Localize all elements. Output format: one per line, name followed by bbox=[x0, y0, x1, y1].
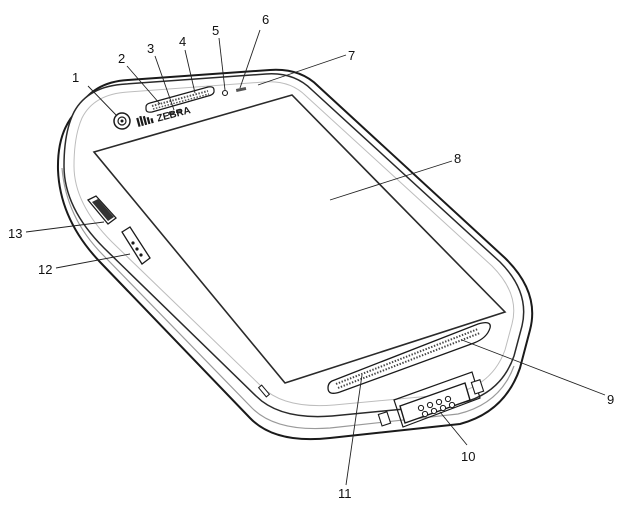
leader-11 bbox=[345, 374, 363, 486]
leader-3 bbox=[154, 55, 175, 111]
leader-8 bbox=[329, 160, 453, 201]
callout-5: 5 bbox=[212, 23, 219, 38]
connector-pins bbox=[417, 395, 456, 418]
led-indicator-icon bbox=[235, 86, 247, 92]
leader-12 bbox=[55, 253, 131, 269]
scan-button bbox=[86, 195, 117, 225]
callout-2: 2 bbox=[118, 51, 125, 66]
leader-13 bbox=[25, 221, 105, 233]
leader-9 bbox=[461, 339, 606, 396]
callout-7: 7 bbox=[348, 48, 355, 63]
callout-6: 6 bbox=[262, 12, 269, 27]
receiver-grille bbox=[145, 86, 215, 113]
callout-3: 3 bbox=[147, 41, 154, 56]
leader-10 bbox=[439, 411, 468, 446]
touch-display bbox=[92, 94, 507, 384]
front-camera-icon bbox=[113, 112, 131, 130]
callout-12: 12 bbox=[38, 262, 52, 277]
leader-2 bbox=[126, 65, 161, 105]
charge-contact-left bbox=[377, 411, 392, 427]
leader-6 bbox=[239, 29, 261, 89]
callout-11: 11 bbox=[338, 486, 352, 501]
callout-13: 13 bbox=[8, 226, 22, 241]
ptt-button bbox=[121, 226, 151, 265]
leader-lines bbox=[25, 29, 606, 486]
interface-connector bbox=[377, 371, 485, 428]
bottom-side-slot bbox=[257, 384, 271, 398]
leader-7 bbox=[257, 54, 347, 86]
leader-5 bbox=[218, 37, 226, 91]
device-inner-rim bbox=[73, 81, 515, 407]
callout-8: 8 bbox=[454, 151, 461, 166]
callout-4: 4 bbox=[179, 34, 186, 49]
leader-1 bbox=[87, 85, 118, 117]
zebra-head-icon bbox=[136, 115, 154, 127]
callout-1: 1 bbox=[72, 70, 79, 85]
light-proximity-sensor-icon bbox=[168, 110, 182, 115]
device-side-bevel bbox=[61, 167, 515, 430]
callout-labels: 1 2 3 4 5 6 7 8 9 10 11 12 13 bbox=[8, 12, 614, 501]
charge-contact-right bbox=[470, 379, 485, 395]
callout-10: 10 bbox=[461, 449, 475, 464]
callout-9: 9 bbox=[607, 392, 614, 407]
microphone-icon bbox=[221, 89, 229, 97]
leader-4 bbox=[184, 49, 196, 94]
